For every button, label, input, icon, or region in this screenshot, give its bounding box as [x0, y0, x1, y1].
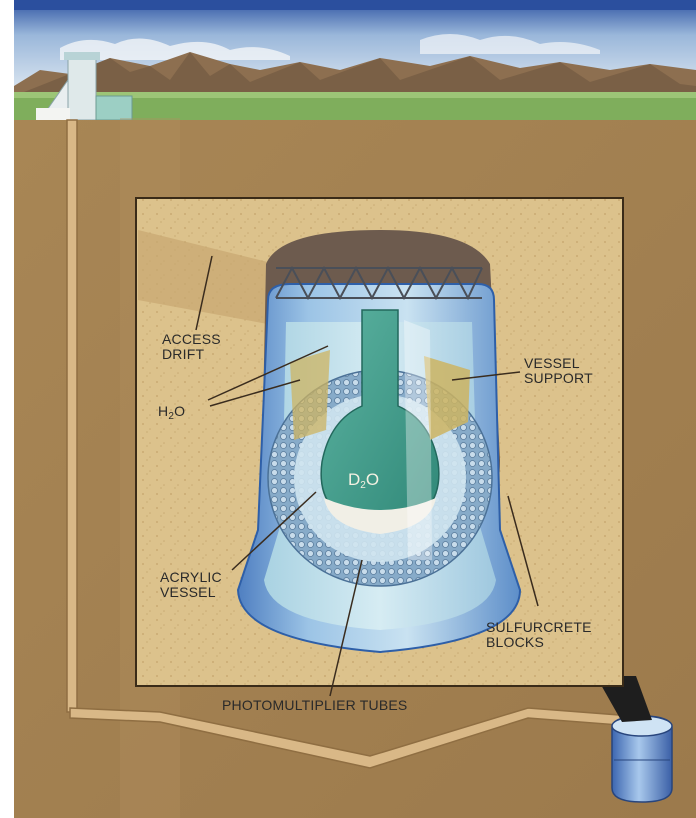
label-acrylic-vessel-line2: VESSEL: [160, 585, 222, 600]
label-heavy-water: D2O: [348, 470, 379, 491]
label-sulfurcrete-line1: SULFURCRETE: [486, 620, 592, 635]
label-acrylic-vessel: ACRYLIC VESSEL: [160, 570, 222, 600]
label-vessel-support-line2: SUPPORT: [524, 371, 593, 386]
label-vessel-support-line1: VESSEL: [524, 356, 593, 371]
label-vessel-support: VESSEL SUPPORT: [524, 356, 593, 386]
label-water: H2O: [158, 404, 185, 424]
access-shaft: [67, 120, 77, 712]
label-access-drift: ACCESS DRIFT: [162, 332, 221, 362]
label-heavy-water-d: D: [348, 470, 360, 489]
top-border: [0, 0, 696, 10]
label-photomultiplier-tubes: PHOTOMULTIPLIER TUBES: [222, 698, 407, 713]
label-sulfurcrete-line2: BLOCKS: [486, 635, 592, 650]
label-water-o: O: [174, 403, 185, 419]
label-access-drift-line1: ACCESS: [162, 332, 221, 347]
label-heavy-water-o: O: [366, 470, 379, 489]
label-water-h: H: [158, 403, 168, 419]
label-access-drift-line2: DRIFT: [162, 347, 221, 362]
label-photomultiplier-text: PHOTOMULTIPLIER TUBES: [222, 697, 407, 713]
detector-cavity: [238, 230, 520, 652]
label-acrylic-vessel-line1: ACRYLIC: [160, 570, 222, 585]
label-sulfurcrete-blocks: SULFURCRETE BLOCKS: [486, 620, 592, 650]
left-border: [0, 0, 14, 818]
